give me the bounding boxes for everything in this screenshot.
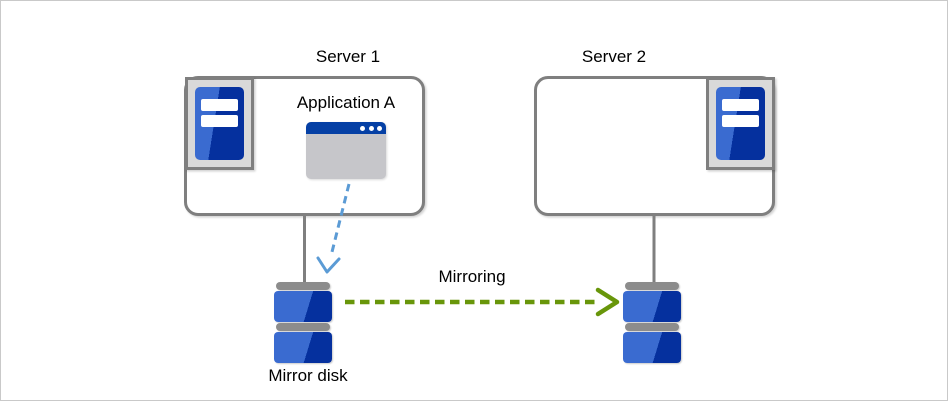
window-buttons-icon bbox=[360, 126, 382, 131]
disk-cap bbox=[276, 323, 330, 331]
disk-cap bbox=[625, 282, 679, 290]
tower-slot-bar bbox=[722, 99, 759, 111]
disk-platter bbox=[274, 332, 332, 363]
mirroring-arrowhead-icon bbox=[595, 287, 620, 317]
tower-slot-bar bbox=[201, 99, 238, 111]
disk-cap bbox=[625, 323, 679, 331]
server2-title: Server 2 bbox=[581, 47, 647, 66]
server-tower-icon bbox=[716, 87, 765, 160]
server-tower-icon bbox=[195, 87, 244, 160]
mirror-disk-label: Mirror disk bbox=[268, 366, 348, 385]
mirroring-label: Mirroring bbox=[438, 267, 506, 286]
window-dot-icon bbox=[360, 126, 365, 131]
disk-cap bbox=[276, 282, 330, 290]
server2-server-icon bbox=[706, 77, 775, 170]
disk-platter bbox=[623, 291, 681, 322]
mirror-disk-icon-left bbox=[274, 281, 333, 364]
window-dot-icon bbox=[377, 126, 382, 131]
app-write-arrowhead-icon bbox=[316, 256, 341, 274]
app-window-titlebar bbox=[306, 122, 386, 134]
tower-slot-bar bbox=[722, 115, 759, 127]
tower-slot-bar bbox=[201, 115, 238, 127]
mirror-disk-icon-right bbox=[623, 281, 682, 364]
application-label: Application A bbox=[296, 93, 396, 112]
disk-platter bbox=[274, 291, 332, 322]
server1-title: Server 1 bbox=[315, 47, 381, 66]
app-window-icon bbox=[306, 122, 386, 179]
window-dot-icon bbox=[368, 126, 374, 131]
server1-server-icon bbox=[185, 77, 254, 170]
disk-platter bbox=[623, 332, 681, 363]
